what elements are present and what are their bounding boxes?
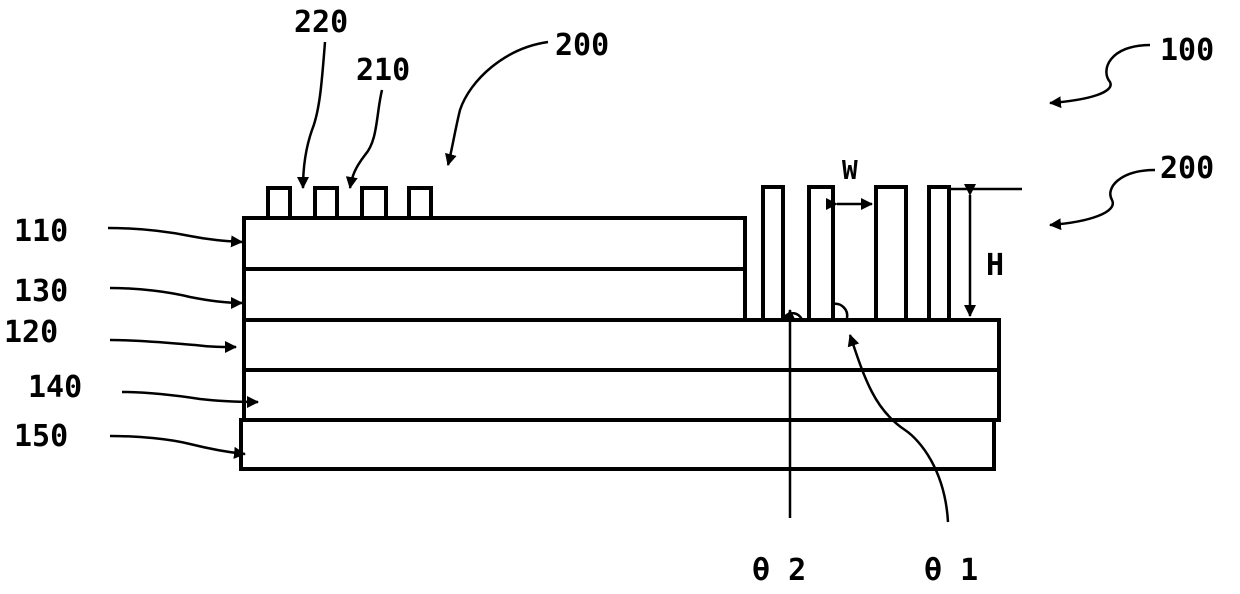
label-h: H bbox=[986, 248, 1004, 283]
tall-pillar-1 bbox=[763, 187, 783, 320]
layer-130 bbox=[244, 269, 745, 320]
leader-110 bbox=[108, 228, 242, 242]
short-structure-3 bbox=[362, 188, 386, 218]
layer-150 bbox=[241, 420, 994, 469]
label-110: 110 bbox=[14, 214, 68, 249]
leader-220 bbox=[303, 42, 325, 188]
short-structure-4 bbox=[409, 188, 431, 218]
theta1-arc bbox=[833, 304, 847, 318]
tall-pillar-4 bbox=[929, 187, 949, 320]
theta1-leader bbox=[850, 335, 948, 522]
label-130: 130 bbox=[14, 274, 68, 309]
leader-200-top bbox=[448, 42, 548, 165]
leader-200-right bbox=[1050, 170, 1155, 225]
short-structure-1 bbox=[268, 188, 290, 218]
label-w: W bbox=[842, 156, 858, 186]
label-220: 220 bbox=[294, 5, 348, 40]
label-140: 140 bbox=[28, 370, 82, 405]
leader-120 bbox=[110, 340, 236, 347]
label-150: 150 bbox=[14, 419, 68, 454]
leader-210 bbox=[350, 90, 382, 188]
leader-100 bbox=[1050, 45, 1150, 103]
label-120: 120 bbox=[4, 315, 58, 350]
label-theta-2: θ 2 bbox=[752, 553, 806, 588]
layer-120 bbox=[244, 320, 999, 370]
short-structure-2 bbox=[315, 188, 337, 218]
label-200-top: 200 bbox=[555, 28, 609, 63]
label-200-right: 200 bbox=[1160, 151, 1214, 186]
tall-pillar-3 bbox=[876, 187, 906, 320]
layer-110 bbox=[244, 218, 745, 269]
leader-130 bbox=[110, 288, 242, 303]
label-210: 210 bbox=[356, 53, 410, 88]
leader-150 bbox=[110, 436, 245, 454]
leader-140 bbox=[122, 392, 258, 402]
tall-pillar-2 bbox=[809, 187, 833, 320]
label-100: 100 bbox=[1160, 33, 1214, 68]
label-theta-1: θ 1 bbox=[924, 553, 978, 588]
